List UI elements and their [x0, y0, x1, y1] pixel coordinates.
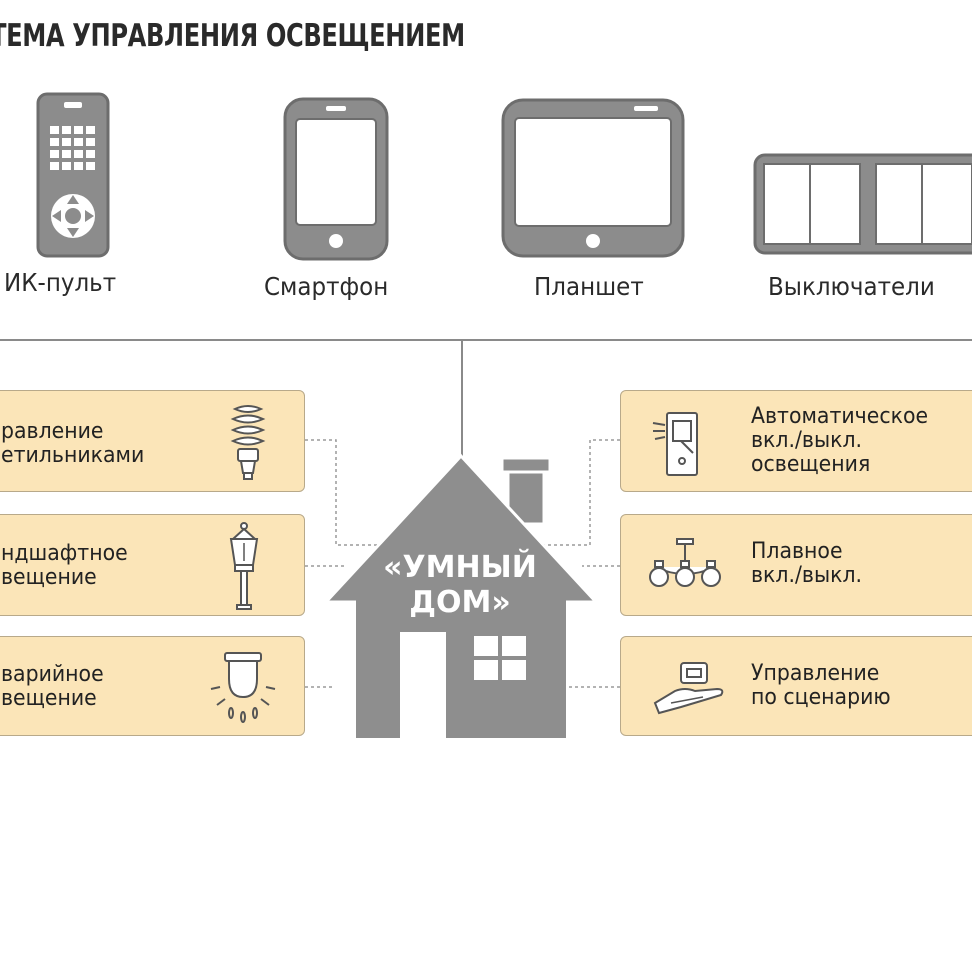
- device-label-remote: ИК-пульт: [4, 268, 116, 297]
- device-label-switches: Выключатели: [768, 272, 935, 301]
- wall-switch-icon: [752, 152, 972, 256]
- hand-control-icon: [651, 659, 733, 719]
- garden-lamp-icon: [227, 521, 261, 611]
- house-label-line2: ДОМ»: [382, 585, 538, 620]
- card-text: ндшафтное вещение: [1, 542, 128, 590]
- house-label-line1: «УМНЫЙ: [382, 550, 538, 585]
- card-emergency-lighting: варийное вещение: [0, 636, 305, 736]
- house-label: «УМНЫЙ ДОМ»: [382, 550, 538, 620]
- card-text: Плавное вкл./выкл.: [751, 540, 862, 588]
- smartphone-icon: [282, 96, 390, 262]
- energy-saving-bulb-icon: [227, 403, 269, 483]
- tablet-icon: [500, 97, 686, 259]
- card-text: варийное вещение: [1, 663, 104, 711]
- emergency-light-icon: [207, 649, 279, 725]
- card-auto-on-off: Автоматическое вкл./выкл. освещения: [620, 390, 972, 492]
- card-text: Управление по сценарию: [751, 662, 891, 710]
- device-label-smartphone: Смартфон: [264, 272, 388, 301]
- card-smooth-on-off: Плавное вкл./выкл.: [620, 514, 972, 616]
- chandelier-icon: [647, 537, 723, 593]
- motion-sensor-switch-icon: [651, 407, 707, 479]
- device-label-tablet: Планшет: [534, 272, 644, 301]
- card-fixture-control: равление етильниками: [0, 390, 305, 492]
- card-text: Автоматическое вкл./выкл. освещения: [751, 405, 928, 477]
- card-scenario-control: Управление по сценарию: [620, 636, 972, 736]
- remote-control-icon: [36, 92, 110, 258]
- card-landscape-lighting: ндшафтное вещение: [0, 514, 305, 616]
- card-text: равление етильниками: [1, 420, 144, 468]
